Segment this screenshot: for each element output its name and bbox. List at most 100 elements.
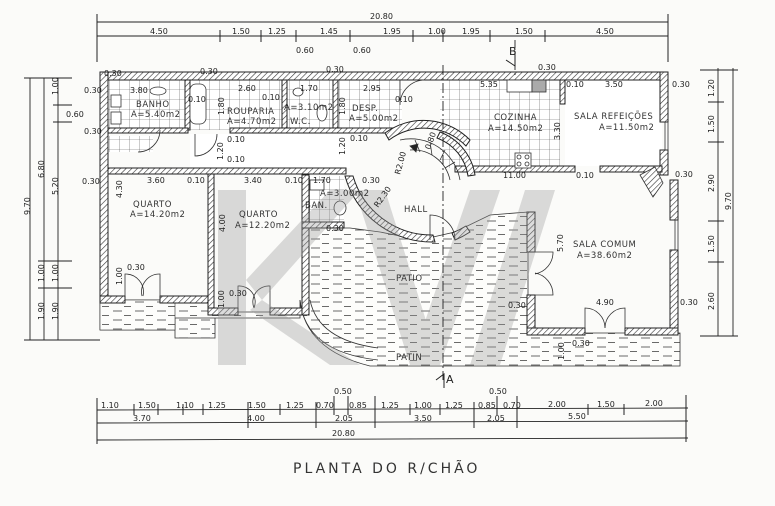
left-dimension-lines	[24, 77, 100, 341]
bottom-dimension-lines	[96, 395, 689, 444]
room-name-quarto-1: QUARTO	[133, 200, 172, 210]
interior-dim: 2.95	[363, 84, 381, 93]
interior-dim: 1.70	[313, 176, 331, 185]
interior-dim: 2.60	[238, 84, 256, 93]
interior-dim: 0.30	[672, 80, 690, 89]
bottom-dim: 1.10	[101, 401, 119, 410]
right-dimension-lines	[700, 68, 738, 337]
bottom-total-dim: 20.80	[332, 429, 355, 438]
bottom-dim-row2: 5.50	[568, 412, 586, 421]
bottom-extra-dim: 0.50	[489, 387, 507, 396]
interior-dim: 0.10	[188, 95, 206, 104]
room-name-cozinha: COZINHA	[494, 113, 537, 123]
top-dim: 1.25	[268, 27, 286, 36]
interior-dim: 4.90	[596, 298, 614, 307]
bottom-dim: 0.70	[316, 401, 334, 410]
dining-floor	[565, 80, 662, 166]
patio-step	[99, 299, 176, 331]
interior-dim: 0.10	[262, 93, 280, 102]
interior-dim: 3.60	[147, 176, 165, 185]
top-total-dim: 20.80	[370, 12, 393, 21]
bottom-dim: 1.25	[286, 401, 304, 410]
top-dim: 1.50	[232, 27, 250, 36]
bottom-dim: 1.50	[597, 400, 615, 409]
interior-dim: R2.00	[393, 151, 408, 176]
room-area-sala-comum: A=38.60m2	[577, 251, 632, 261]
bottom-dim-row2: 3.50	[414, 414, 432, 423]
bottom-dim: 0.85	[478, 401, 496, 410]
room-name-wc: W.C.	[290, 117, 311, 127]
top-dim: 1.00	[428, 27, 446, 36]
interior-dim: 4.00	[218, 214, 227, 232]
bottom-dim: 1.10	[176, 401, 194, 410]
interior-dim: 11.00	[503, 171, 526, 180]
tiles-closet	[108, 136, 153, 152]
bottom-dim: 1.00	[414, 401, 432, 410]
section-line-a-b	[435, 40, 516, 388]
room-area-banho: A=5.40m2	[131, 110, 181, 120]
room-area-sala-refeicoes: A=11.50m2	[599, 123, 654, 133]
interior-dim: 3.40	[244, 176, 262, 185]
interior-dim: 5.70	[556, 234, 565, 252]
bottom-dim: 1.25	[381, 401, 399, 410]
interior-dim: 3.80	[130, 86, 148, 95]
interior-dim: 0.30	[680, 298, 698, 307]
interior-dim: 0.30	[84, 86, 102, 95]
interior-dim: 1.70	[300, 84, 318, 93]
top-extra-dim: 0.60	[353, 46, 371, 55]
interior-dim: 0.30	[84, 127, 102, 136]
bottom-dim-row2: 2.05	[335, 414, 353, 423]
right-dim: 9.70	[724, 192, 733, 210]
interior-dim: 0.80	[423, 131, 438, 151]
interior-dim: 3.50	[605, 80, 623, 89]
left-dim: 1.90	[51, 302, 60, 320]
interior-dim: 0.30	[675, 170, 693, 179]
fixtures	[110, 79, 664, 216]
interior-dim: 1.20	[216, 142, 225, 160]
section-marker-a: A	[446, 373, 454, 386]
left-dim: 1.00	[51, 77, 60, 95]
interior-dim: 1.20	[338, 137, 347, 155]
interior-dim: 0.30	[104, 69, 122, 78]
bottom-dim: 1.50	[138, 401, 156, 410]
bottom-dim-row2: 3.70	[133, 414, 151, 423]
room-name-quarto-2: QUARTO	[239, 210, 278, 220]
bottom-dim: 1.50	[248, 401, 266, 410]
bottom-dim: 1.25	[208, 401, 226, 410]
room-area-quarto-2: A=12.20m2	[235, 221, 290, 231]
interior-dim: 0.30	[82, 177, 100, 186]
room-name-patio: PATIO	[396, 274, 423, 284]
left-dim: 0.60	[66, 110, 84, 119]
spiral-stair	[399, 138, 461, 181]
interior-dim: 0.10	[350, 134, 368, 143]
bottom-dim: 2.00	[645, 399, 663, 408]
interior-dim: 0.30	[326, 224, 344, 233]
right-dim: 2.90	[707, 174, 716, 192]
bottom-dim-row2: 2.05	[487, 414, 505, 423]
top-dim: 4.50	[596, 27, 614, 36]
left-dim: 9.70	[23, 197, 32, 215]
interior-dim: 0.10	[576, 171, 594, 180]
room-area-cozinha: A=14.50m2	[488, 124, 543, 134]
top-extra-dim: 0.60	[296, 46, 314, 55]
interior-dim: 0.30	[572, 339, 590, 348]
interior-dim: 1.00	[557, 342, 566, 360]
watermark-logo	[218, 190, 555, 365]
interior-dim: 0.30	[326, 65, 344, 74]
interior-dim: 1.80	[338, 97, 347, 115]
section-marker-b: B	[509, 45, 517, 58]
room-name-sala-comum: SALA COMUM	[573, 240, 636, 250]
door-swings	[124, 79, 679, 329]
interior-dim: 0.30	[362, 176, 380, 185]
right-dim: 1.50	[707, 115, 716, 133]
interior-dim: 1.00	[217, 290, 226, 308]
interior-dim: 0.10	[285, 176, 303, 185]
room-name-desp: DESP.	[352, 104, 378, 114]
top-dim: 1.45	[320, 27, 338, 36]
interior-dim: 3.30	[553, 122, 562, 140]
bottom-dim: 2.00	[548, 400, 566, 409]
interior-dim: 0.10	[227, 135, 245, 144]
bottom-dim-row2: 4.00	[247, 414, 265, 423]
room-area-quarto-1: A=14.20m2	[130, 210, 185, 220]
